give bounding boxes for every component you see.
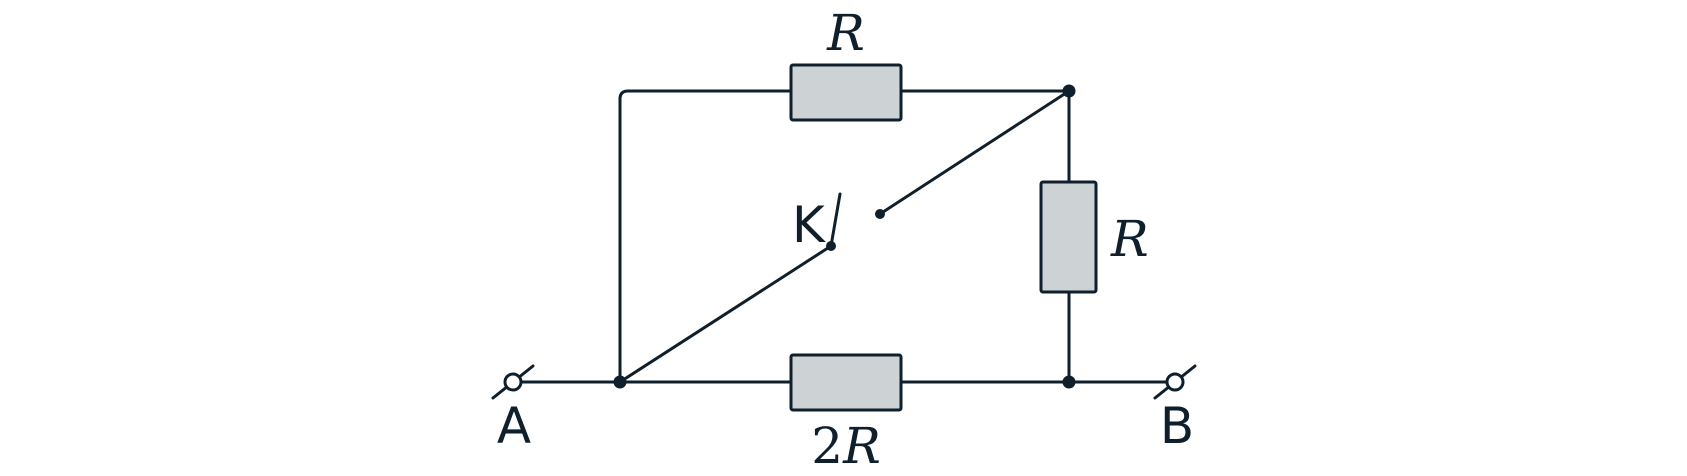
node-top-right [1062,84,1076,98]
terminal-b [1165,372,1185,392]
resistor-top-label: R [826,4,865,62]
resistor-right-label: R [1110,210,1149,268]
terminal-a-label: A [497,397,531,455]
switch-label: K [792,196,826,254]
switch-upper-wire [878,89,1071,216]
nodes [613,84,1076,389]
resistor-top [789,63,903,122]
node-left [613,375,627,389]
switch-contact-upper [875,209,885,219]
node-right [1062,375,1076,389]
resistor-bottom-symbol: R [842,417,881,475]
switch-contact-lower [826,241,836,251]
terminal-b-label: B [1160,397,1194,455]
resistors [789,63,1098,412]
switch-lower-wire [618,244,833,384]
resistor-right [1039,180,1098,294]
terminal-a [503,372,523,392]
resistor-bottom-label: 2R [811,417,880,475]
terminals [503,372,1185,392]
resistor-bottom [789,353,903,412]
labels: R R 2R K A B [497,4,1194,475]
switch-blade [829,192,842,248]
resistor-bottom-coefficient: 2 [811,417,843,475]
wire-left-vertical-to-top [618,89,793,384]
